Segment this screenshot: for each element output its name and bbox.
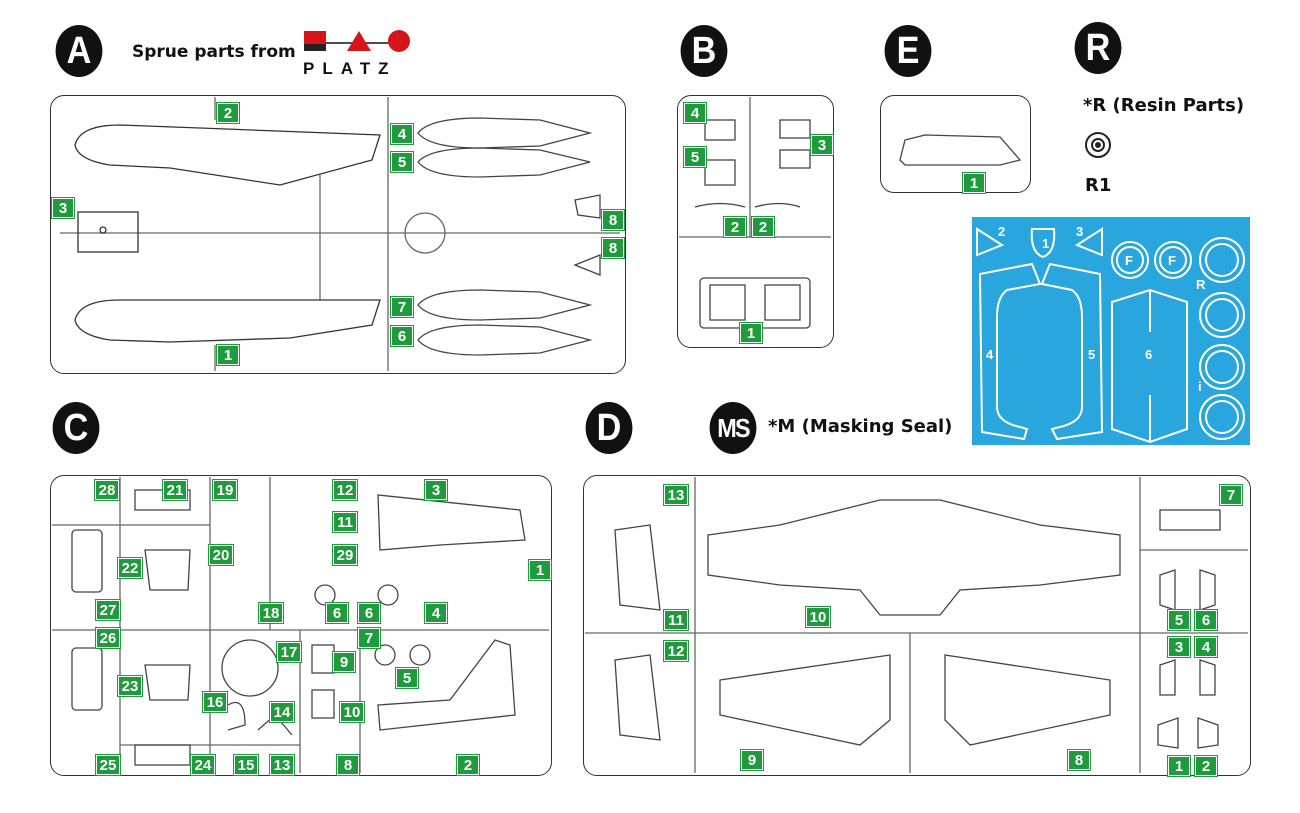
- masking-seal-marker: MS: [709, 402, 757, 454]
- part-label: 8: [601, 209, 625, 231]
- part-label: 8: [1067, 749, 1091, 771]
- part-label: 4: [1194, 636, 1218, 658]
- part-label: 2: [751, 216, 775, 238]
- part-label: 8: [336, 754, 360, 776]
- mask-part-i: i: [1198, 379, 1202, 394]
- mask-part-2: 2: [998, 224, 1006, 239]
- part-label: 1: [739, 322, 763, 344]
- masking-outlines: [976, 227, 1245, 444]
- part-label: 14: [269, 701, 295, 723]
- resin-part-r1: R1: [1085, 175, 1112, 196]
- part-label: 2: [456, 754, 480, 776]
- part-label: 4: [683, 102, 707, 124]
- part-label: 7: [357, 627, 381, 649]
- part-label: 1: [1167, 755, 1191, 777]
- part-label: 3: [51, 197, 75, 219]
- part-label: 16: [202, 691, 228, 713]
- part-label: 5: [390, 151, 414, 173]
- part-label: 3: [424, 479, 448, 501]
- mask-part-6: 6: [1145, 347, 1153, 362]
- part-label: 6: [1194, 609, 1218, 631]
- part-label: 7: [1219, 484, 1243, 506]
- part-label: 9: [740, 749, 764, 771]
- part-label: 2: [216, 102, 240, 124]
- part-label: 24: [190, 754, 216, 776]
- sprue-c-marker: C: [52, 402, 100, 454]
- part-label: 2: [723, 216, 747, 238]
- mask-part-1: 1: [1042, 236, 1050, 251]
- part-label: 6: [325, 602, 349, 624]
- part-label: 12: [332, 479, 358, 501]
- part-label: 6: [357, 602, 381, 624]
- part-label: 10: [339, 701, 365, 723]
- part-label: 25: [95, 754, 121, 776]
- resin-title: *R (Resin Parts): [1083, 95, 1245, 116]
- sprue-b-marker: B: [680, 25, 728, 77]
- mask-part-4: 4: [986, 347, 994, 362]
- part-label: 27: [95, 599, 121, 621]
- mask-part-5: 5: [1088, 347, 1096, 362]
- platz-logo: PLATZ: [303, 29, 413, 78]
- masking-seal-sheet: 1 2 3 4 5 6 F F R i: [972, 217, 1250, 445]
- sprue-e-frame: [880, 95, 1031, 193]
- part-label: 26: [95, 627, 121, 649]
- resin-part-icon: [1085, 132, 1111, 158]
- part-label: 6: [390, 325, 414, 347]
- part-label: 3: [810, 134, 834, 156]
- part-label: 21: [162, 479, 188, 501]
- mask-part-f: F: [1168, 253, 1176, 268]
- part-label: 18: [258, 602, 284, 624]
- part-label: 1: [528, 559, 552, 581]
- part-label: 5: [683, 146, 707, 168]
- sprue-c-frame: [50, 475, 552, 776]
- part-label: 19: [212, 479, 238, 501]
- sprue-d-marker: D: [585, 402, 633, 454]
- part-label: 10: [805, 606, 831, 628]
- mask-part-3: 3: [1076, 224, 1084, 239]
- drop-tank: [417, 117, 601, 356]
- part-label: 22: [117, 557, 143, 579]
- part-label: 9: [332, 651, 356, 673]
- resin-marker: R: [1074, 22, 1122, 74]
- part-label: 13: [269, 754, 295, 776]
- sprue-d-frame: [583, 475, 1251, 776]
- part-label: 17: [276, 641, 302, 663]
- fuselage-half: [74, 124, 381, 343]
- part-label: 23: [117, 675, 143, 697]
- part-label: 11: [663, 609, 689, 631]
- mask-part-f: F: [1125, 253, 1133, 268]
- sprue-a-frame: [50, 95, 626, 374]
- part-label: 20: [208, 544, 234, 566]
- part-label: 3: [1167, 636, 1191, 658]
- part-label: 8: [601, 237, 625, 259]
- part-label: 1: [962, 172, 986, 194]
- part-label: 1: [216, 344, 240, 366]
- platz-logo-shapes: [304, 30, 410, 52]
- part-label: 28: [94, 479, 120, 501]
- part-label: 11: [332, 511, 358, 533]
- sprue-a-runners: [60, 97, 620, 371]
- sprue-e-marker: E: [884, 25, 932, 77]
- part-label: 5: [395, 667, 419, 689]
- part-label: 29: [332, 544, 358, 566]
- sprue-from-text: Sprue parts from: [132, 42, 296, 62]
- mask-part-r: R: [1196, 277, 1206, 292]
- masking-title: *M (Masking Seal): [768, 416, 953, 437]
- part-label: 13: [663, 484, 689, 506]
- part-label: 12: [663, 640, 689, 662]
- part-label: 5: [1167, 609, 1191, 631]
- part-label: 4: [424, 602, 448, 624]
- part-label: 15: [233, 754, 259, 776]
- sprue-a-marker: A: [55, 25, 103, 77]
- part-label: 4: [390, 123, 414, 145]
- part-label: 2: [1194, 755, 1218, 777]
- part-label: 7: [390, 296, 414, 318]
- sprue-b-frame: [677, 95, 834, 348]
